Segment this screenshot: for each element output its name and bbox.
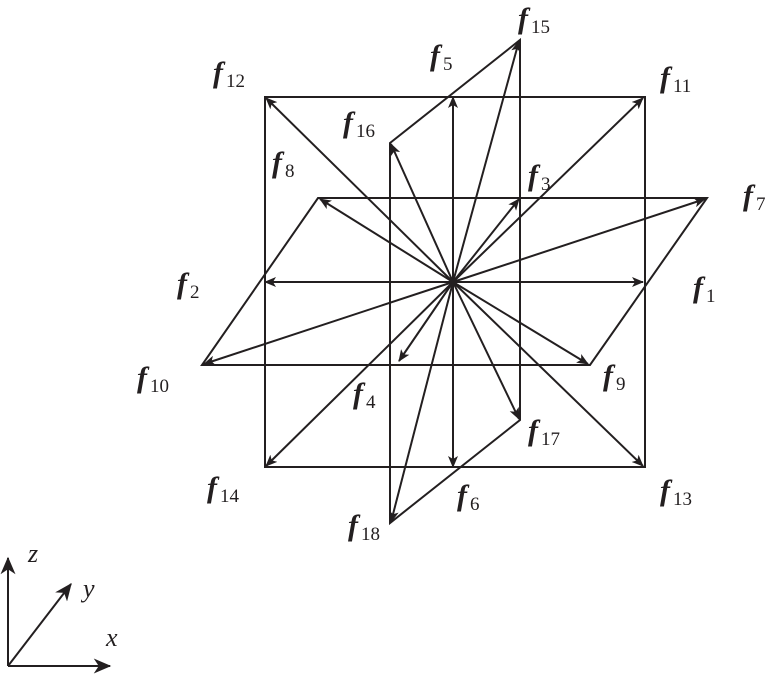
force-arrows <box>203 40 706 523</box>
force-arrow-f12 <box>265 97 454 283</box>
y-axis-label: y <box>80 574 95 603</box>
y-axis-arrow <box>7 583 72 667</box>
force-arrow-f15 <box>452 40 521 283</box>
force-arrow-f18 <box>388 281 454 523</box>
z-axis-label: z <box>27 539 38 568</box>
force-arrow-f8 <box>319 198 454 283</box>
force-arrow-f4 <box>398 281 454 362</box>
origin-point <box>449 278 457 286</box>
force-arrow-f17 <box>452 281 520 420</box>
force-arrow-f11 <box>452 97 644 283</box>
force-arrow-f9 <box>452 281 589 365</box>
xy-plane-parallelogram <box>200 197 709 366</box>
force-arrow-f13 <box>452 281 644 467</box>
force-arrow-f10 <box>203 281 454 366</box>
force-arrow-f14 <box>265 281 454 467</box>
force-arrow-f7 <box>452 197 706 283</box>
yz-plane-parallelogram <box>389 37 521 526</box>
x-axis-label: x <box>105 623 118 652</box>
force-arrow-f16 <box>390 143 454 283</box>
coordinate-axes <box>0 556 112 674</box>
force-arrow-f3 <box>452 198 520 283</box>
